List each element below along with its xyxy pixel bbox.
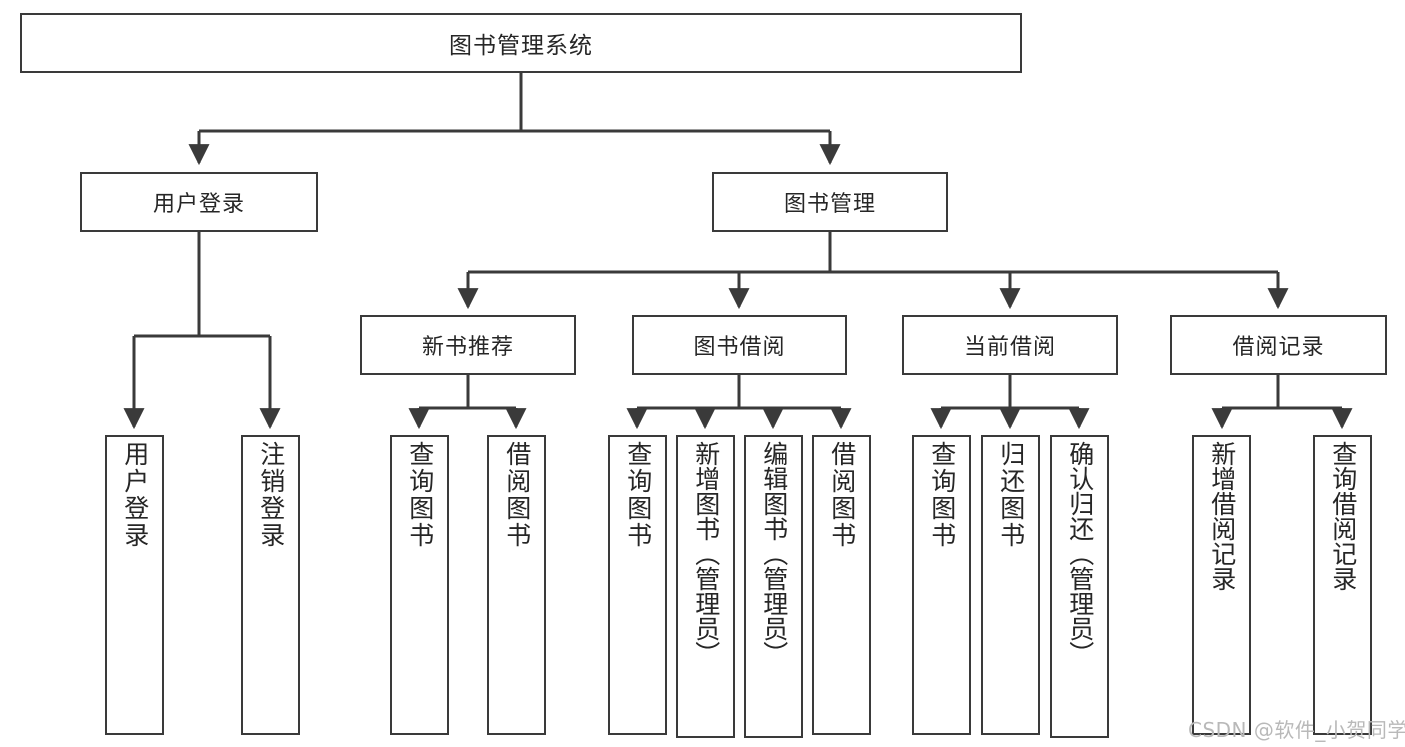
node-leaf-confirm-return-label: 确认归还（管理员） <box>1065 441 1095 666</box>
node-leaf-add-book[interactable]: 新增图书（管理员） <box>676 435 735 738</box>
csdn-watermark: CSDN @软件_小贺同学 <box>1188 718 1405 742</box>
node-leaf-query-record[interactable]: 查询借阅记录 <box>1313 435 1372 735</box>
node-book-manage[interactable]: 图书管理 <box>712 172 948 232</box>
node-leaf-query-record-label: 查询借阅记录 <box>1328 441 1358 591</box>
node-user-login-label: 用户登录 <box>152 192 245 217</box>
node-leaf-borrow-book-1-label: 借阅图书 <box>502 441 532 549</box>
node-new-book-recommend[interactable]: 新书推荐 <box>360 315 576 375</box>
node-leaf-edit-book[interactable]: 编辑图书（管理员） <box>744 435 803 738</box>
node-leaf-confirm-return[interactable]: 确认归还（管理员） <box>1050 435 1109 738</box>
node-borrow-record-label: 借阅记录 <box>1232 335 1325 360</box>
node-leaf-query-book-3[interactable]: 查询图书 <box>912 435 971 735</box>
node-leaf-user-login[interactable]: 用户登录 <box>105 435 164 735</box>
node-root[interactable]: 图书管理系统 <box>20 13 1022 73</box>
node-current-borrow[interactable]: 当前借阅 <box>902 315 1118 375</box>
node-leaf-borrow-book-1[interactable]: 借阅图书 <box>487 435 546 735</box>
node-borrow-record[interactable]: 借阅记录 <box>1170 315 1387 375</box>
node-leaf-borrow-book-2-label: 借阅图书 <box>827 441 857 549</box>
node-new-book-recommend-label: 新书推荐 <box>421 335 514 360</box>
node-leaf-borrow-book-2[interactable]: 借阅图书 <box>812 435 871 735</box>
node-leaf-add-record-label: 新增借阅记录 <box>1207 441 1237 591</box>
node-leaf-logout-login-label: 注销登录 <box>256 441 286 549</box>
node-leaf-return-book-label: 归还图书 <box>996 441 1026 549</box>
node-leaf-return-book[interactable]: 归还图书 <box>981 435 1040 735</box>
node-leaf-query-book-2[interactable]: 查询图书 <box>608 435 667 735</box>
node-leaf-query-book-1-label: 查询图书 <box>405 441 435 549</box>
node-book-borrow-label: 图书借阅 <box>693 335 786 360</box>
node-leaf-query-book-1[interactable]: 查询图书 <box>390 435 449 735</box>
node-current-borrow-label: 当前借阅 <box>963 335 1056 360</box>
node-leaf-add-book-label: 新增图书（管理员） <box>691 441 721 666</box>
node-leaf-edit-book-label: 编辑图书（管理员） <box>759 441 789 666</box>
node-leaf-logout-login[interactable]: 注销登录 <box>241 435 300 735</box>
node-leaf-user-login-label: 用户登录 <box>120 441 150 549</box>
node-leaf-query-book-3-label: 查询图书 <box>927 441 957 549</box>
node-book-manage-label: 图书管理 <box>783 192 876 217</box>
node-book-borrow[interactable]: 图书借阅 <box>632 315 847 375</box>
node-root-label: 图书管理系统 <box>449 33 593 59</box>
node-leaf-add-record[interactable]: 新增借阅记录 <box>1192 435 1251 735</box>
node-user-login[interactable]: 用户登录 <box>80 172 318 232</box>
node-leaf-query-book-2-label: 查询图书 <box>623 441 653 549</box>
